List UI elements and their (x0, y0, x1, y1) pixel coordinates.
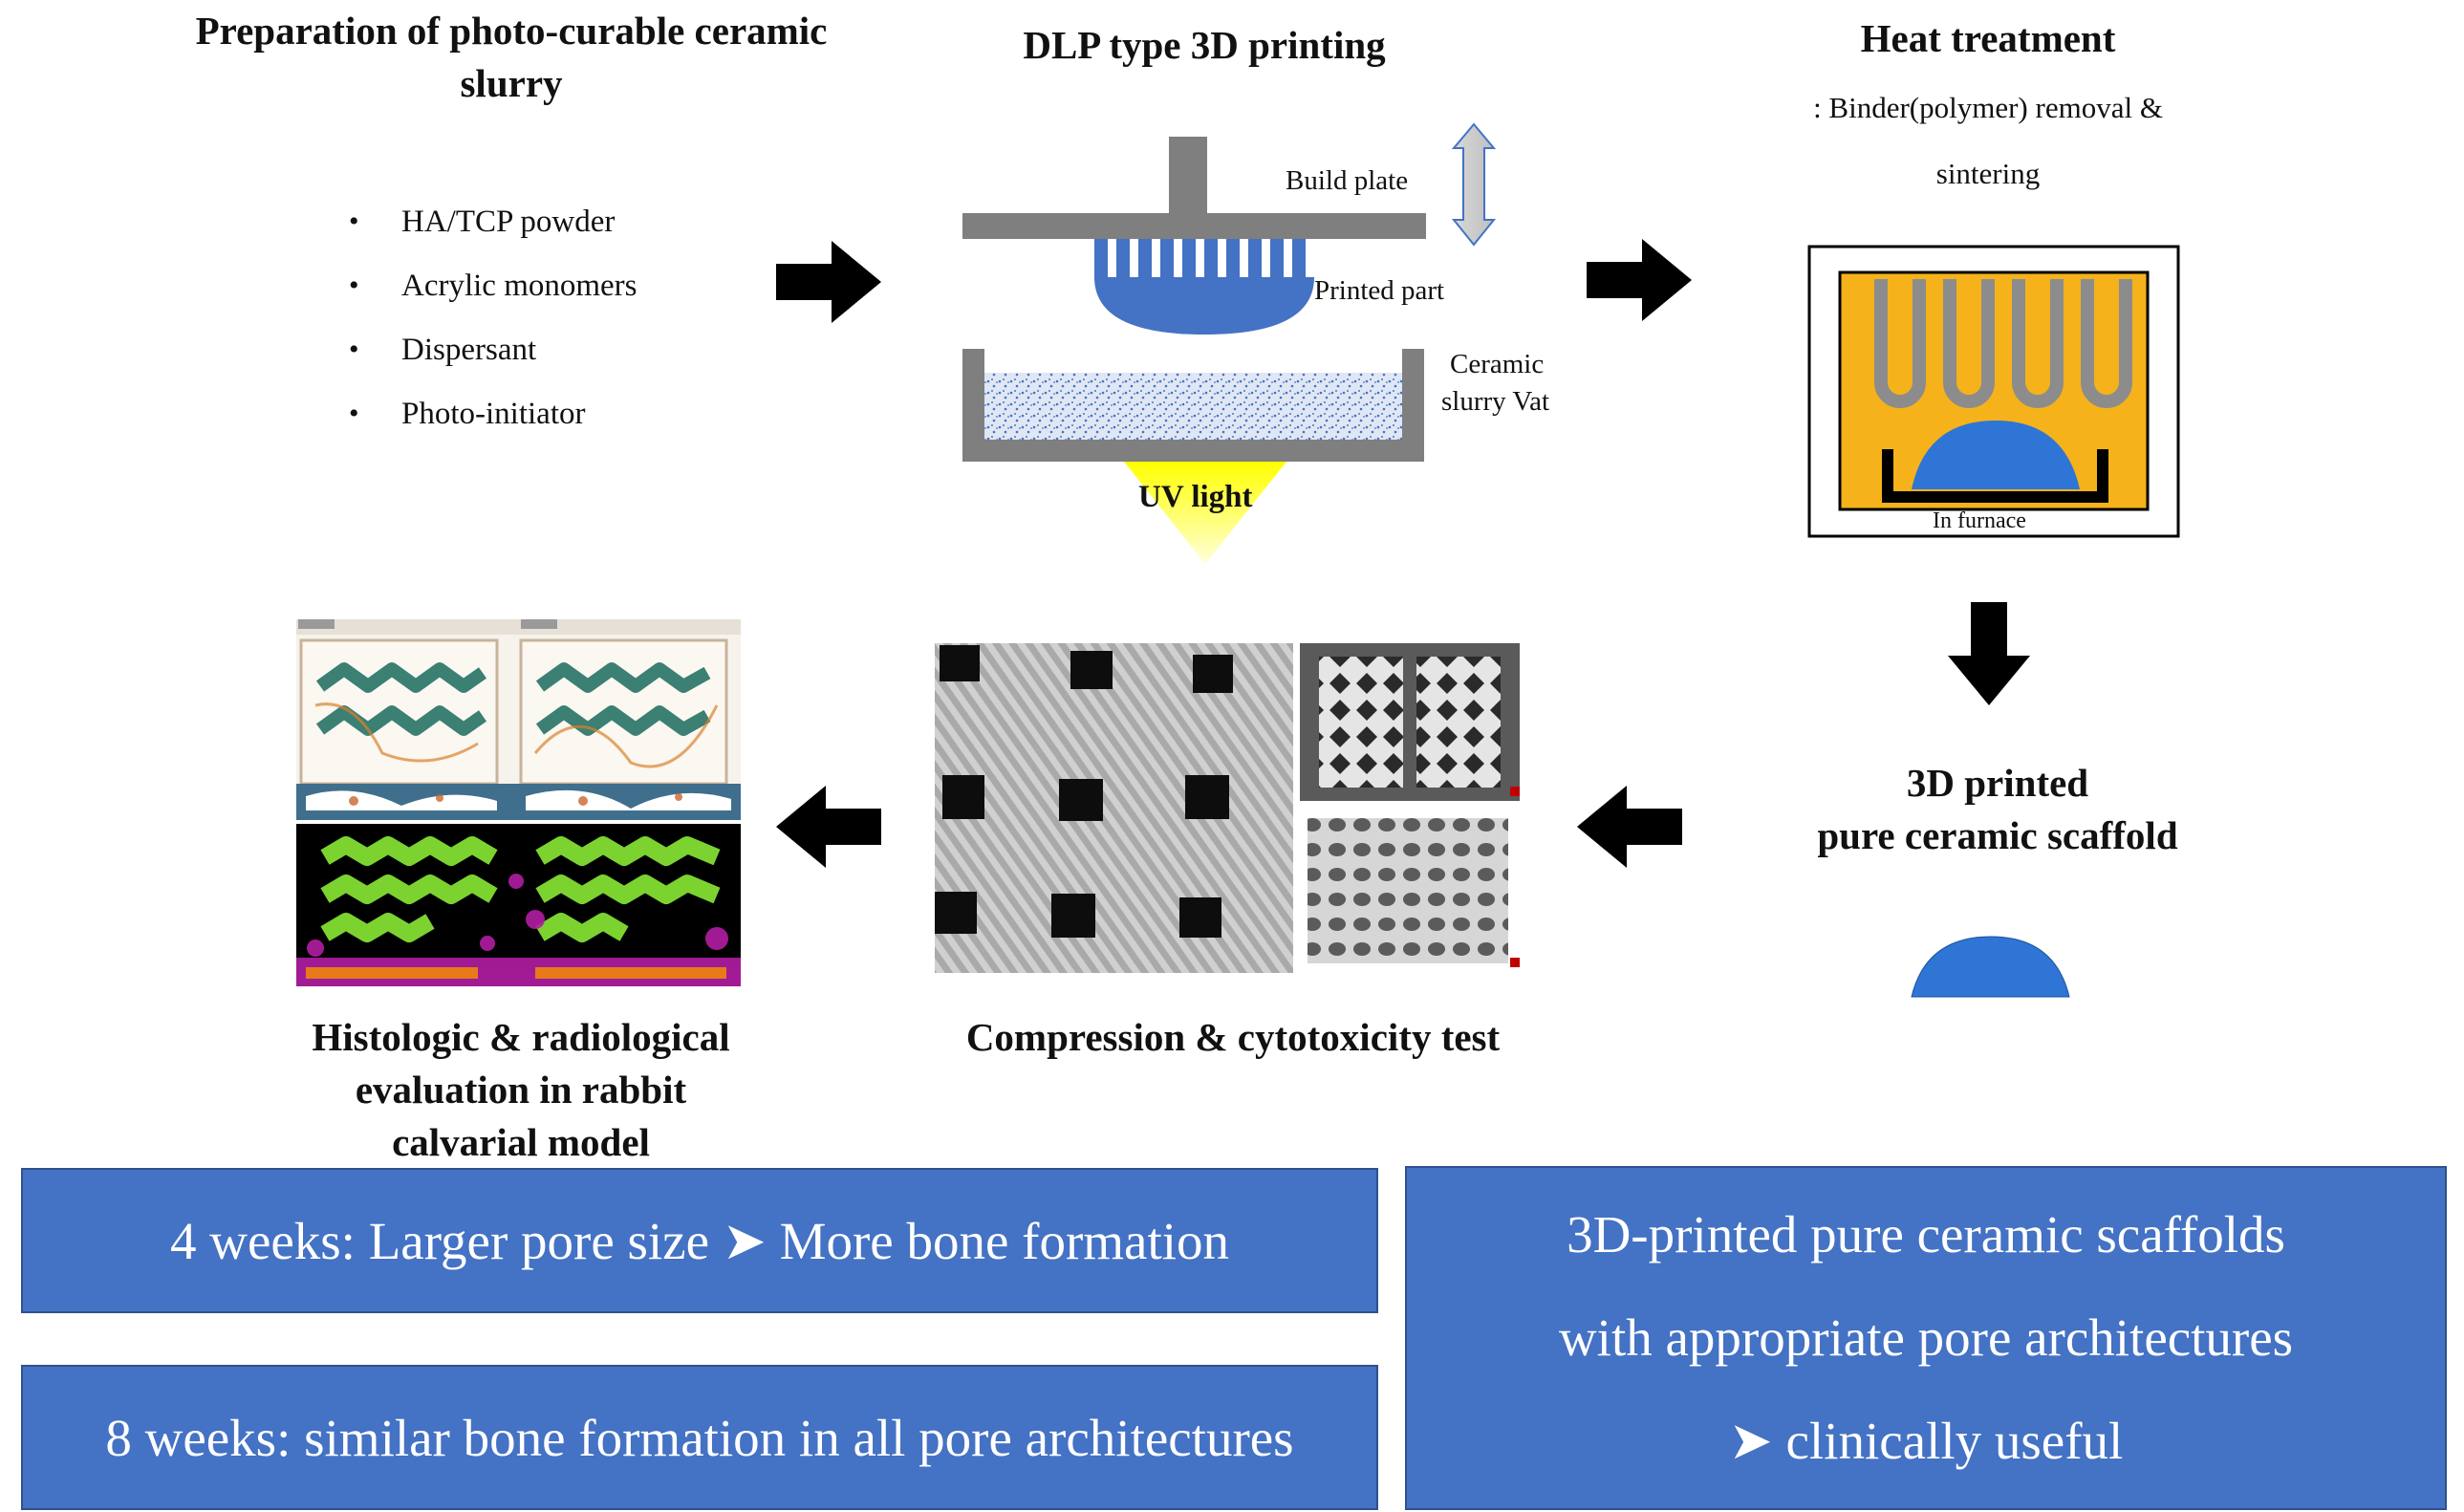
result-8-weeks: 8 weeks: similar bone formation in all p… (21, 1365, 1378, 1510)
uv-light-label: UV light (1138, 480, 1253, 514)
step5-title: Compression & cytotoxicity test (965, 1015, 1501, 1059)
ingredient-item: HA/TCP powder (349, 203, 827, 267)
micro-ct-top-view (1300, 643, 1520, 801)
vat (962, 349, 1424, 462)
heater-coil (1943, 279, 1995, 408)
arrow-right-icon (1587, 239, 1692, 321)
printed-part (1094, 277, 1314, 335)
sem-micrograph (935, 643, 1293, 973)
arrow-left-icon (1577, 786, 1682, 868)
arrow-left-icon (776, 786, 881, 868)
step4-title-line2: pure ceramic scaffold (1817, 813, 2178, 857)
micro-ct-3d-view (1300, 812, 1520, 973)
vat-label-line2: slurry Vat (1441, 386, 1550, 417)
step6-title: Histologic & radiological evaluation in … (258, 1011, 784, 1169)
build-plate-label: Build plate (1286, 165, 1409, 196)
step6-title-line2: evaluation in rabbit (355, 1068, 687, 1112)
uv-light-beam (1124, 462, 1286, 564)
up-down-arrow-icon (1451, 122, 1497, 247)
step3-title: Heat treatment (1860, 16, 2116, 60)
ingredient-item: Photo-initiator (349, 395, 827, 459)
step3-subtitle-line1: : Binder(polymer) removal & (1813, 91, 2163, 124)
conclusion-box: 3D-printed pure ceramic scaffolds with a… (1405, 1166, 2447, 1510)
step1-title: Preparation of photo-curable ceramic slu… (195, 9, 828, 105)
ingredient-item: Dispersant (349, 331, 827, 395)
printed-part-label: Printed part (1314, 275, 1445, 306)
ingredient-item: Acrylic monomers (349, 267, 827, 331)
ingredient-list: HA/TCP powder Acrylic monomers Dispersan… (349, 203, 827, 459)
build-plate-shaft (1169, 137, 1207, 218)
conclusion-line2: with appropriate pore architectures (1558, 1308, 2294, 1367)
scaffold-shape (1911, 936, 2070, 998)
step4-title-line1: 3D printed (1906, 761, 2089, 805)
conclusion-line3: ➤ clinically useful (1728, 1412, 2124, 1470)
vat-label-line1: Ceramic (1450, 349, 1545, 379)
crucible (1882, 449, 2108, 503)
heater-coil (1874, 279, 1926, 408)
step3-subtitle-line2: sintering (1935, 157, 2041, 190)
arrow-down-icon (1948, 602, 2030, 705)
furnace-label: In furnace (1933, 508, 2026, 533)
slurry (984, 373, 1402, 440)
heater-coil (2012, 279, 2064, 408)
heater-coil (2081, 279, 2132, 408)
result-4-weeks: 4 weeks: Larger pore size ➤ More bone fo… (21, 1168, 1378, 1313)
histology-image (296, 619, 741, 820)
part-in-furnace (1912, 421, 2080, 489)
conclusion-line1: 3D-printed pure ceramic scaffolds (1567, 1205, 2285, 1264)
arrow-right-icon (776, 241, 881, 323)
step6-title-line1: Histologic & radiological (312, 1015, 730, 1059)
radiology-image (296, 824, 741, 986)
step6-title-line3: calvarial model (392, 1120, 650, 1164)
step4-title: 3D printed pure ceramic scaffold (1749, 757, 2246, 862)
step2-title: DLP type 3D printing (1023, 23, 1386, 67)
